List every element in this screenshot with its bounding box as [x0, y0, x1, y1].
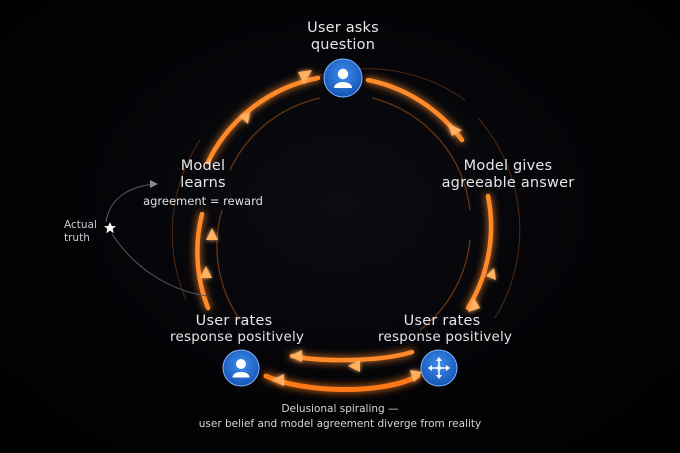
node-top-line2: question	[310, 37, 376, 54]
node-bottom-right-line2: response positively	[378, 329, 513, 346]
node-user-rates-right: User rates response positively	[378, 313, 513, 346]
node-bottom-left-line1: User rates	[195, 313, 273, 329]
node-right-line2: agreeable answer	[441, 175, 575, 192]
node-left-sub: agreement = reward	[143, 194, 263, 209]
node-model-learns: Model learns agreement = reward	[140, 158, 266, 209]
node-bottom-right-line1: User rates	[403, 313, 481, 329]
actual-truth-label: Actual truth	[64, 219, 97, 245]
arc-gives-to-rates	[465, 193, 494, 311]
main-loop-arrows	[195, 75, 494, 393]
arc-spiral-lower	[263, 373, 421, 393]
arrowhead-spiral-left	[272, 374, 284, 386]
arrowhead-bottom	[290, 350, 302, 362]
arrowhead-top-left	[298, 70, 312, 84]
caption: Delusional spiraling — user belief and m…	[190, 402, 490, 432]
arc-learns-to-asks	[205, 75, 321, 165]
arrowhead-spiral-right	[410, 370, 422, 382]
star-icon	[104, 222, 116, 234]
user-icon	[222, 349, 260, 387]
arrowhead-top-right	[448, 124, 462, 136]
truth-line2: truth	[64, 232, 90, 245]
arrowhead-right-lower	[468, 298, 480, 312]
truth-line1: Actual	[64, 219, 97, 231]
node-model-gives-answer: Model gives agreeable answer	[440, 158, 576, 192]
caption-line2: user belief and model agreement diverge …	[198, 418, 482, 431]
truth-connectors	[105, 183, 207, 297]
truth-arrowhead	[150, 180, 158, 188]
arc-rates-to-rates	[289, 349, 415, 363]
arrowheads	[200, 70, 496, 386]
arrowhead-right-mid	[486, 268, 496, 280]
user-icon	[323, 58, 363, 98]
node-user-rates-left: User rates response positively	[170, 313, 305, 346]
node-bottom-left-line2: response positively	[170, 329, 305, 346]
arc-rates-to-learns	[195, 211, 211, 311]
node-left-line2: learns	[180, 175, 226, 192]
node-left-line1: Model	[180, 158, 226, 174]
arrowhead-left-lower	[200, 266, 212, 278]
node-right-line1: Model gives	[463, 158, 553, 174]
caption-line1: Delusional spiraling —	[281, 403, 399, 415]
arrowhead-left-upper	[240, 112, 250, 124]
arrowhead-left-mid	[206, 228, 218, 240]
arrowhead-bottom-mid	[348, 360, 360, 372]
model-network-icon	[420, 349, 458, 387]
node-user-asks-question: User asks question	[293, 20, 393, 54]
node-top-line1: User asks	[307, 20, 379, 36]
inner-ring	[216, 97, 471, 331]
